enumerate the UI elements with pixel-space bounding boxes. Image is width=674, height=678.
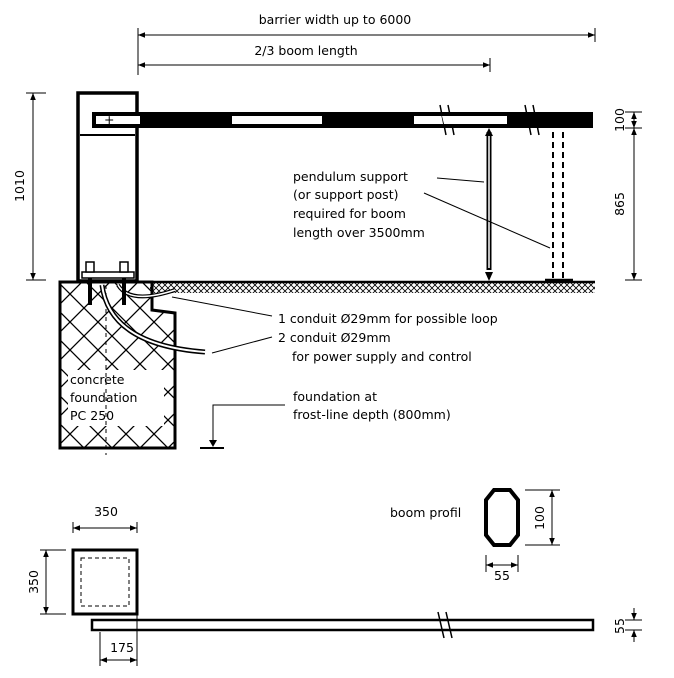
svg-text:concrete: concrete	[70, 372, 125, 387]
boom-height-dimensions: 100 865	[612, 108, 642, 281]
base-plan: 350 350 175 55	[26, 504, 642, 666]
svg-text:for power supply and control: for power supply and control	[292, 349, 472, 364]
svg-text:100: 100	[532, 506, 547, 530]
barrier-width-dimension: barrier width up to 6000	[137, 12, 596, 75]
svg-text:100: 100	[612, 108, 627, 132]
ground-hatch	[150, 283, 595, 293]
svg-text:length over 3500mm: length over 3500mm	[293, 225, 425, 240]
svg-text:350: 350	[94, 504, 118, 519]
barrier-boom: +	[92, 104, 593, 136]
pendulum-support	[485, 128, 493, 281]
svg-text:+: +	[104, 112, 114, 127]
svg-text:PC 250: PC 250	[70, 408, 114, 423]
svg-text:2 conduit Ø29mm: 2 conduit Ø29mm	[278, 330, 391, 345]
svg-text:55: 55	[612, 618, 627, 634]
svg-text:boom profil: boom profil	[390, 505, 461, 520]
svg-text:1 conduit Ø29mm for possible l: 1 conduit Ø29mm for possible loop	[278, 311, 498, 326]
svg-text:(or support post): (or support post)	[293, 187, 398, 202]
svg-text:55: 55	[494, 568, 510, 583]
post-height-dimension: 1010	[12, 92, 46, 281]
boom-profile: boom profil 100 55	[390, 488, 560, 583]
svg-text:1010: 1010	[12, 170, 27, 202]
anchor-bolt	[85, 261, 95, 273]
boom-two-thirds-dimension: 2/3 boom length	[138, 43, 491, 72]
barrier-width-label: barrier width up to 6000	[259, 12, 412, 27]
svg-text:pendulum support: pendulum support	[293, 169, 408, 184]
svg-text:350: 350	[26, 570, 41, 594]
svg-text:foundation: foundation	[70, 390, 137, 405]
anchor-bolt	[119, 261, 129, 273]
svg-text:frost-line depth (800mm): frost-line depth (800mm)	[293, 407, 451, 422]
svg-text:865: 865	[612, 192, 627, 216]
svg-text:foundation at: foundation at	[293, 389, 377, 404]
svg-text:175: 175	[110, 640, 134, 655]
svg-text:required for boom: required for boom	[293, 206, 406, 221]
boom-length-label: 2/3 boom length	[254, 43, 357, 58]
support-post-dashed	[545, 112, 573, 282]
